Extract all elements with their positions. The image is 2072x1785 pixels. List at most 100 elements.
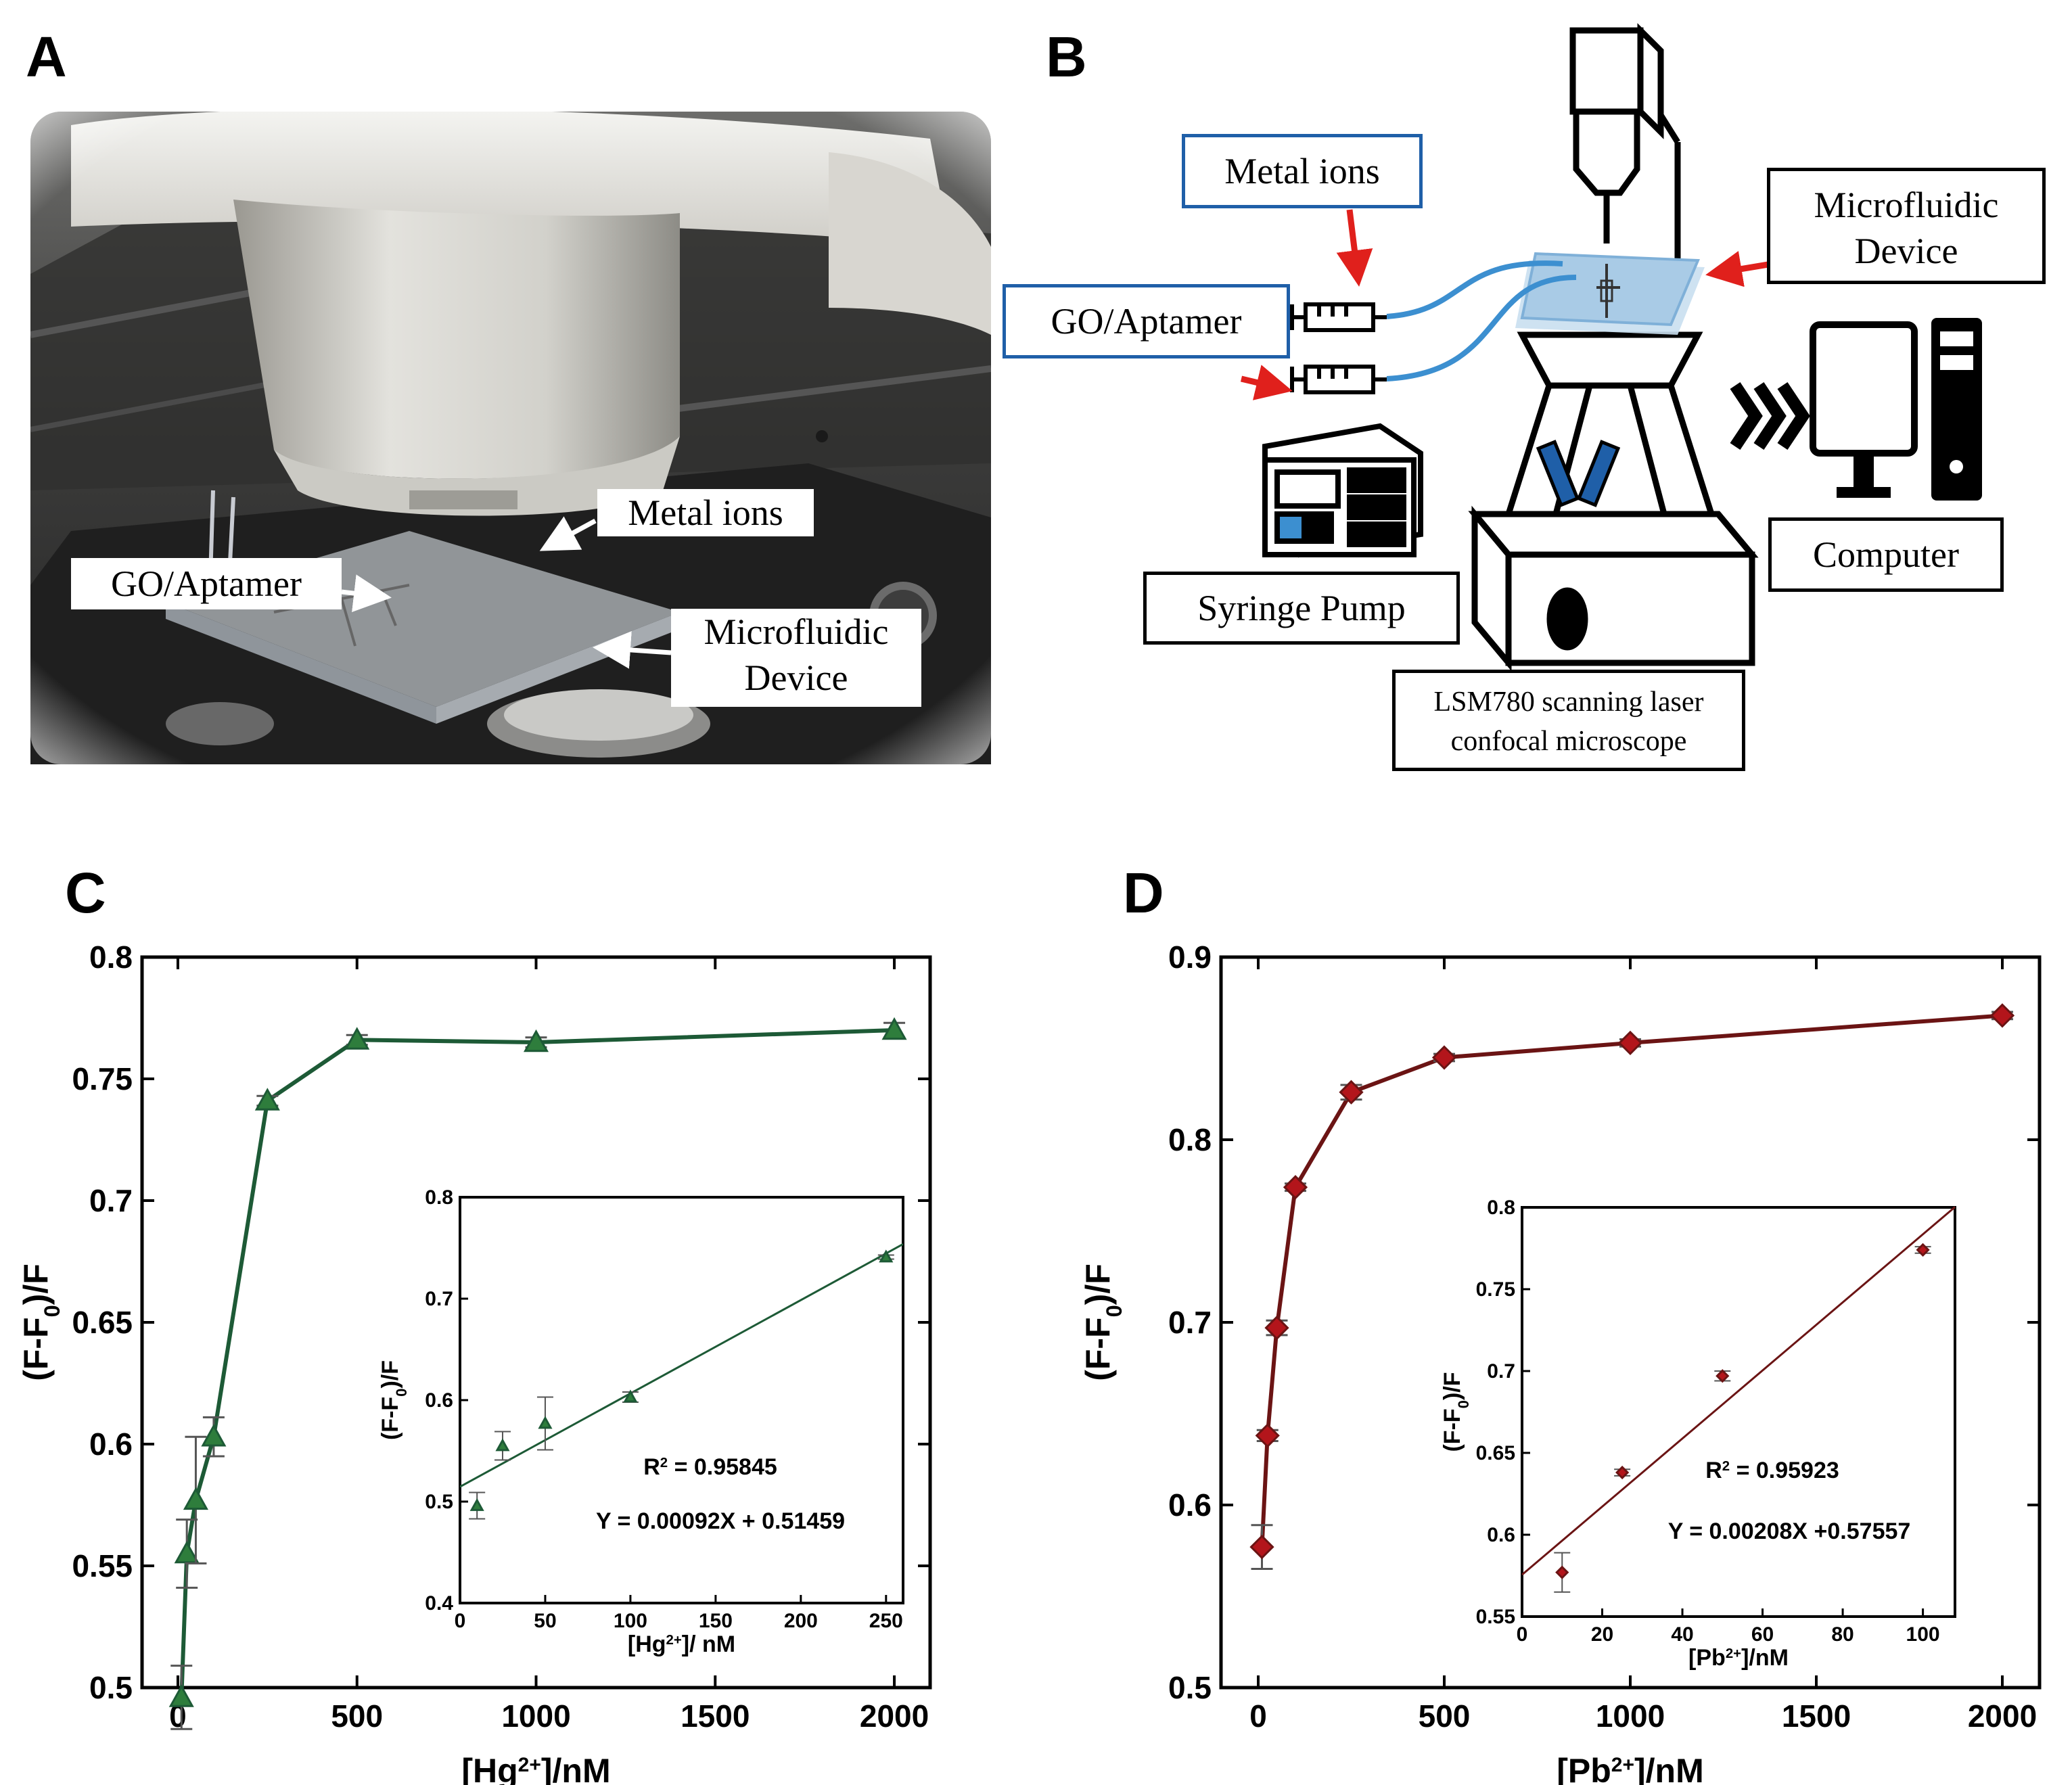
inset-x-tick-label: 150 xyxy=(699,1610,733,1632)
arrow-metal-ions xyxy=(1336,209,1373,287)
x-tick-label: 2000 xyxy=(1968,1698,2037,1734)
tube-lower xyxy=(1386,275,1577,381)
panel-label-d: D xyxy=(1123,861,1164,925)
x-tick-label: 500 xyxy=(331,1698,383,1734)
inset-y-tick-label: 0.6 xyxy=(425,1389,453,1412)
inset-data-point xyxy=(1716,1369,1730,1383)
inset-y-tick-label: 0.5 xyxy=(425,1491,453,1513)
schematic-label-microfluidic-device: Microfluidic Device xyxy=(1767,168,2046,284)
inset-x-tick-label: 60 xyxy=(1751,1623,1774,1646)
data-point xyxy=(1283,1175,1308,1200)
y-tick-label: 0.6 xyxy=(89,1427,133,1462)
inset-y-tick-label: 0.55 xyxy=(1476,1606,1515,1628)
schematic-label-computer: Computer xyxy=(1768,517,2004,592)
inset-y-tick-label: 0.8 xyxy=(425,1186,453,1209)
inset-x-tick-label: 0 xyxy=(455,1610,466,1632)
photo-arrow-go-aptamer xyxy=(341,574,392,612)
inset-data-point xyxy=(495,1438,510,1452)
x-tick-label: 500 xyxy=(1419,1698,1471,1734)
inset-data-point xyxy=(879,1249,894,1263)
data-point xyxy=(1339,1080,1364,1105)
y-tick-label: 0.7 xyxy=(89,1183,133,1218)
panel-label-b: B xyxy=(1046,25,1087,89)
inset-y-tick-label: 0.6 xyxy=(1487,1524,1515,1546)
data-point xyxy=(1617,1030,1643,1056)
inset-data-point xyxy=(623,1389,638,1403)
arrow-go-aptamer xyxy=(1240,365,1293,400)
tube-upper xyxy=(1386,260,1563,319)
inset-x-tick-label: 0 xyxy=(1517,1623,1528,1646)
y-tick-label: 0.9 xyxy=(1168,940,1212,975)
data-point xyxy=(174,1540,200,1564)
y-axis-label: (F-F0)/F xyxy=(17,1264,64,1381)
inset-x-tick-label: 80 xyxy=(1831,1623,1854,1646)
y-tick-label: 0.65 xyxy=(72,1305,133,1340)
data-point xyxy=(1264,1315,1289,1341)
inset-y-tick-label: 0.4 xyxy=(425,1592,453,1615)
photo-label-microfluidic-line1: Microfluidic xyxy=(704,611,889,652)
data-point xyxy=(254,1088,280,1111)
schematic-label-metal-ions: Metal ions xyxy=(1182,134,1423,208)
x-tick-label: 0 xyxy=(1249,1698,1267,1734)
setup-schematic xyxy=(1240,23,1982,672)
computer-icon xyxy=(1810,318,1982,501)
inset-x-tick-label: 100 xyxy=(614,1610,647,1632)
inset-y-tick-label: 0.8 xyxy=(1487,1197,1515,1219)
y-tick-label: 0.75 xyxy=(72,1061,133,1096)
photo-arrows xyxy=(341,516,672,669)
arrow-microfluidic xyxy=(1705,250,1773,287)
microscope-photo xyxy=(30,112,991,764)
photo-label-microfluidic-device: Microfluidic Device xyxy=(671,609,921,707)
y-tick-label: 0.8 xyxy=(89,940,133,975)
inset-equation-annotation: Y = 0.00092X + 0.51459 xyxy=(596,1508,845,1534)
inset-x-axis-label: [Pb2+]/nM xyxy=(1688,1645,1789,1671)
x-tick-label: 1000 xyxy=(1596,1698,1665,1734)
schematic-label-microfluidic-line2: Device xyxy=(1854,231,1958,271)
syringe-lower-icon xyxy=(1290,365,1387,394)
y-tick-label: 0.55 xyxy=(72,1548,133,1583)
data-transfer-chevrons-icon xyxy=(1730,382,1810,450)
inset-y-tick-label: 0.7 xyxy=(425,1288,453,1310)
y-tick-label: 0.8 xyxy=(1168,1122,1212,1157)
photo-arrow-metal-ions xyxy=(539,516,597,551)
schematic-label-syringe-pump: Syringe Pump xyxy=(1143,572,1460,645)
data-point xyxy=(1249,1534,1274,1560)
inset-y-axis-label: (F-F0)/F xyxy=(377,1360,410,1440)
photo-label-go-aptamer: GO/Aptamer xyxy=(71,558,342,609)
y-tick-label: 0.6 xyxy=(1168,1487,1212,1523)
data-point xyxy=(1255,1423,1280,1448)
syringe-pump-drawing xyxy=(1262,423,1423,558)
inset-y-tick-label: 0.65 xyxy=(1476,1442,1515,1464)
data-point xyxy=(1989,1003,2015,1028)
data-point xyxy=(168,1684,194,1707)
microscope-drawing xyxy=(1468,23,1759,672)
inset-r2-annotation: R2 = 0.95923 xyxy=(1705,1458,1839,1483)
inset-fit-line xyxy=(459,1243,904,1488)
data-point xyxy=(1431,1045,1457,1070)
inset-x-tick-label: 40 xyxy=(1671,1623,1693,1646)
inset-x-tick-label: 50 xyxy=(534,1610,556,1632)
inset-y-tick-label: 0.75 xyxy=(1476,1278,1515,1301)
x-axis-label: [Hg2+]/nM xyxy=(461,1752,610,1785)
x-tick-label: 2000 xyxy=(860,1698,929,1734)
x-tick-label: 1500 xyxy=(681,1698,750,1734)
inset-x-tick-label: 200 xyxy=(784,1610,818,1632)
inset-x-tick-label: 20 xyxy=(1591,1623,1613,1646)
inset-frame xyxy=(1521,1206,1956,1618)
series-line xyxy=(1260,1013,2003,1548)
inset-r2-annotation: R2 = 0.95845 xyxy=(643,1454,777,1480)
schematic-label-microscope-line1: LSM780 scanning laser xyxy=(1433,687,1704,718)
data-point xyxy=(183,1487,208,1510)
x-tick-label: 1500 xyxy=(1782,1698,1851,1734)
photo-arrow-microfluidic xyxy=(593,630,672,669)
optics-drawing xyxy=(1536,440,1621,507)
schematic-label-microscope-line2: confocal microscope xyxy=(1450,726,1687,757)
y-tick-label: 0.7 xyxy=(1168,1305,1212,1340)
x-axis-label: [Pb2+]/nM xyxy=(1557,1752,1704,1785)
y-tick-label: 0.5 xyxy=(89,1670,133,1705)
inset-data-point xyxy=(469,1498,484,1511)
inset-y-tick-label: 0.7 xyxy=(1487,1360,1515,1383)
schematic-label-microfluidic-line1: Microfluidic xyxy=(1814,185,1999,225)
